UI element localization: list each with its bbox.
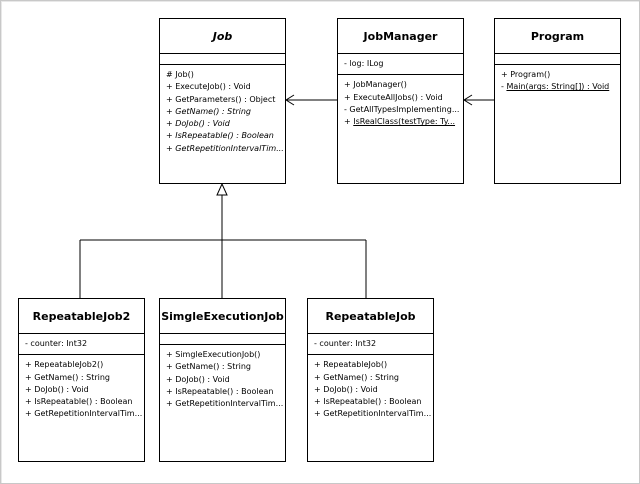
class-name: JobManager — [338, 19, 463, 54]
methods-section: + Program() - Main(args: String[]) : Voi… — [495, 65, 620, 98]
visibility: + — [344, 117, 354, 127]
method: + GetName() : String — [314, 372, 400, 382]
method: + GetName() : String — [25, 372, 111, 382]
static-method: - Main(args: String[]) : Void — [501, 81, 620, 93]
attribute: - log: ILog — [344, 59, 384, 68]
abstract-method: + DoJob() : Void — [166, 119, 230, 129]
class-name: SimgleExecutionJob — [160, 299, 285, 334]
method: + GetRepetitionIntervalTim... — [314, 409, 432, 419]
class-name: Job — [160, 19, 285, 54]
methods-section: + RepeatableJob() + GetName() : String +… — [308, 355, 433, 424]
method: + IsRepeatable() : Boolean — [166, 386, 274, 396]
methods-section: + RepeatableJob2() + GetName() : String … — [19, 355, 144, 424]
static-method: + IsRealClass(testType: Ty... — [344, 116, 463, 128]
class-singleexecutionjob[interactable]: SimgleExecutionJob + SimgleExecutionJob(… — [159, 298, 286, 462]
method: + GetRepetitionIntervalTim... — [25, 409, 143, 419]
class-repeatablejob2[interactable]: RepeatableJob2 - counter: Int32 + Repeat… — [18, 298, 145, 462]
class-program[interactable]: Program + Program() - Main(args: String[… — [494, 18, 621, 184]
method: # Job() — [166, 70, 194, 79]
attributes-section: - counter: Int32 — [308, 334, 433, 356]
association-arrow-icon — [285, 94, 295, 106]
abstract-method: + GetName() : String — [166, 106, 252, 116]
attributes-section — [495, 54, 620, 65]
method: + IsRepeatable() : Boolean — [25, 397, 133, 407]
generalization-arrow-icon — [216, 182, 228, 196]
class-jobmanager[interactable]: JobManager - log: ILog + JobManager() + … — [337, 18, 464, 184]
attributes-section — [160, 54, 285, 65]
method: + GetRepetitionIntervalTim... — [166, 399, 284, 409]
method: + DoJob() : Void — [166, 374, 230, 384]
method: + SimgleExecutionJob() — [166, 350, 261, 359]
method: + JobManager() — [344, 80, 407, 90]
methods-section: # Job() + ExecuteJob() : Void + GetParam… — [160, 65, 285, 159]
methods-section: + JobManager() + ExecuteAllJobs() : Void… — [338, 75, 463, 132]
method: + IsRepeatable() : Boolean — [314, 397, 422, 407]
method: + RepeatableJob() — [314, 360, 388, 370]
attributes-section: - counter: Int32 — [19, 334, 144, 356]
class-name: Program — [495, 19, 620, 54]
attribute: - counter: Int32 — [25, 339, 88, 348]
attributes-section — [160, 334, 285, 345]
static-signature: Main(args: String[]) : Void — [506, 82, 610, 92]
association-arrow-icon-2 — [463, 94, 473, 106]
method: - GetAllTypesImplementing... — [344, 104, 460, 114]
method: + RepeatableJob2() — [25, 360, 104, 370]
method: + ExecuteAllJobs() : Void — [344, 92, 443, 102]
methods-section: + SimgleExecutionJob() + GetName() : Str… — [160, 345, 285, 414]
abstract-method: + GetRepetitionIntervalTim... — [166, 143, 284, 153]
method: + ExecuteJob() : Void — [166, 82, 251, 92]
method: + GetName() : String — [166, 362, 252, 372]
class-name: RepeatableJob2 — [19, 299, 144, 334]
method: + GetParameters() : Object — [166, 94, 276, 104]
abstract-method: + IsRepeatable() : Boolean — [166, 131, 274, 141]
class-job[interactable]: Job # Job() + ExecuteJob() : Void + GetP… — [159, 18, 286, 184]
class-repeatablejob[interactable]: RepeatableJob - counter: Int32 + Repeata… — [307, 298, 434, 462]
attributes-section: - log: ILog — [338, 54, 463, 76]
visibility: - — [501, 82, 507, 92]
class-name: RepeatableJob — [308, 299, 433, 334]
method: + DoJob() : Void — [314, 384, 378, 394]
attribute: - counter: Int32 — [314, 339, 377, 348]
method: + Program() — [501, 70, 551, 79]
method: + DoJob() : Void — [25, 384, 89, 394]
static-signature: IsRealClass(testType: Ty... — [353, 117, 456, 127]
